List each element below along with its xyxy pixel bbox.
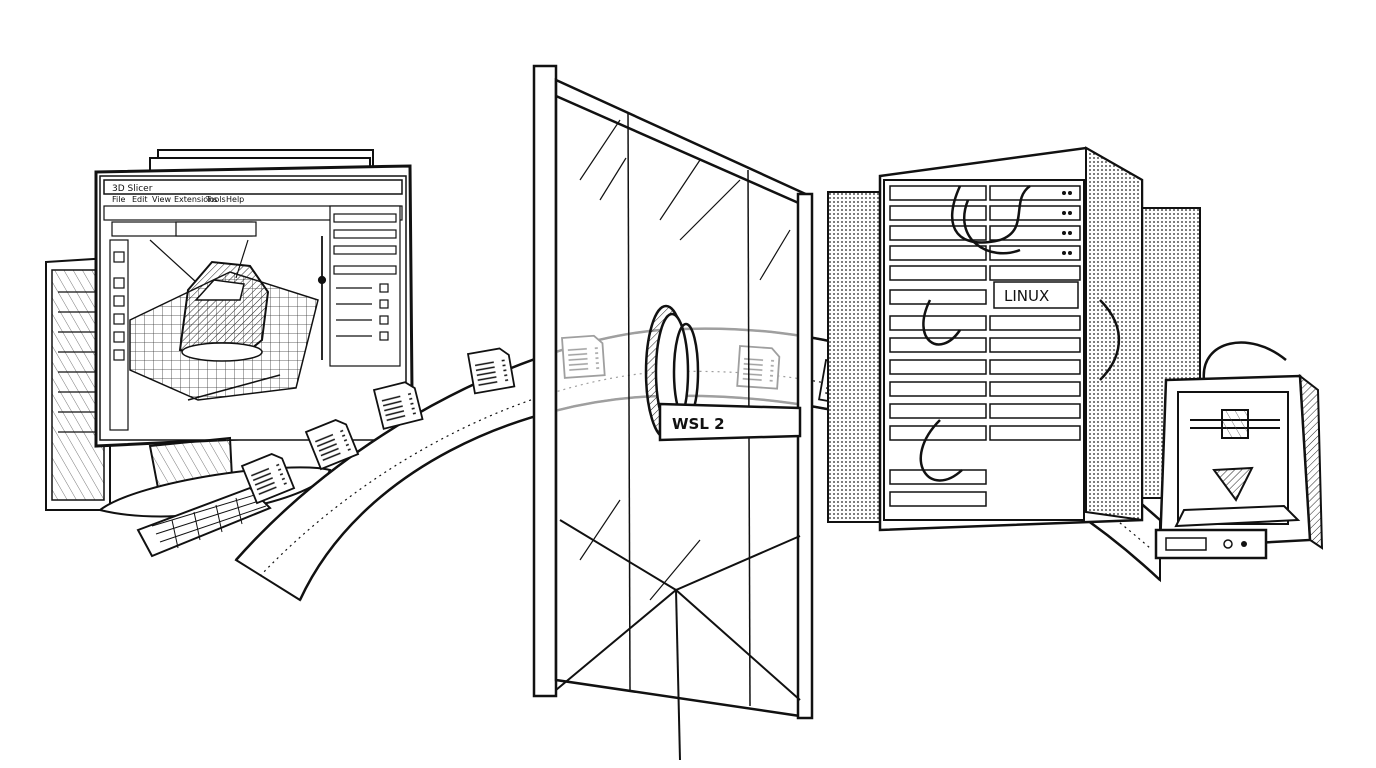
- linux-label-plate: [993, 281, 1079, 309]
- slider-track[interactable]: [187, 374, 281, 401]
- document: [304, 419, 360, 471]
- document: [372, 381, 424, 430]
- menu-extensions[interactable]: Extensions: [174, 195, 217, 204]
- filament-tube: [1202, 341, 1287, 381]
- cables: [919, 184, 1121, 482]
- menu-edit[interactable]: Edit: [132, 195, 148, 204]
- printer-display: [1165, 537, 1207, 551]
- linux-label: LINUX: [1004, 287, 1049, 305]
- slicer-window: 3D Slicer File Edit View Extensions Tool…: [103, 179, 403, 431]
- print-head: [1221, 409, 1249, 439]
- tool-column: [109, 239, 129, 431]
- title-bar: [103, 179, 403, 195]
- workstation: 3D Slicer File Edit View Extensions Tool…: [45, 149, 414, 558]
- printed-part: [1212, 466, 1254, 502]
- menu-file[interactable]: File: [112, 195, 125, 204]
- document: [466, 347, 516, 395]
- model-3d: [178, 260, 270, 362]
- menu-bar: File Edit View Extensions Tools Help: [112, 195, 244, 204]
- settings-panel: [317, 205, 401, 367]
- 3d-printer: [1154, 341, 1324, 560]
- menu-view[interactable]: View: [152, 195, 171, 204]
- rack-units: [889, 185, 1081, 507]
- wsl-label: WSL 2: [672, 415, 725, 433]
- viewport-3d[interactable]: [129, 239, 319, 401]
- keyboard: [136, 486, 272, 558]
- menu-tools[interactable]: Tools: [205, 195, 226, 204]
- server-rack: LINUX: [827, 146, 1201, 532]
- printer-knob[interactable]: [1223, 539, 1233, 549]
- window-title: 3D Slicer: [112, 184, 153, 194]
- document: [240, 453, 296, 505]
- toolbar: [103, 205, 403, 221]
- menu-help[interactable]: Help: [226, 195, 244, 204]
- wsl-ring: WSL 2: [644, 304, 802, 442]
